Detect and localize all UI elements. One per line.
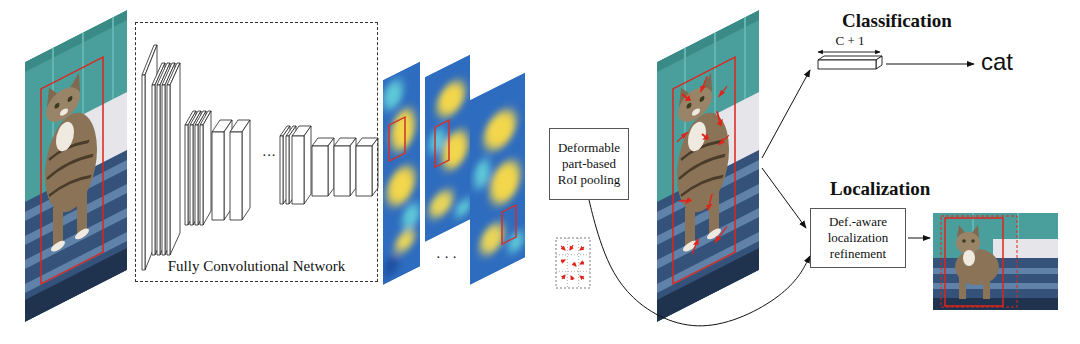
layer-slab [200, 111, 211, 225]
node-text: Deformable part-based RoI pooling [554, 140, 624, 189]
section-heading: Classification [842, 10, 952, 32]
slab-face [328, 138, 334, 196]
slab-face [334, 146, 350, 196]
flow-arrow [762, 70, 810, 158]
slab-face [185, 125, 188, 225]
slab-face [280, 136, 283, 204]
layer-slab [152, 63, 165, 255]
roi-box [435, 120, 449, 167]
slab-face [157, 85, 160, 255]
layer-slab [292, 126, 311, 204]
offset-arrow [719, 135, 729, 144]
slab-face [292, 136, 304, 204]
slab-face [212, 132, 224, 220]
class-label: cat [981, 48, 1013, 76]
slab-face [356, 146, 372, 196]
network-box: Fully Convolutional Network [135, 22, 378, 282]
slab-face [200, 125, 203, 225]
offset-arrow [677, 133, 687, 142]
slab-face [190, 125, 193, 225]
slab-face [350, 138, 356, 196]
slab-face [167, 85, 170, 255]
offset-arrow [708, 194, 712, 210]
layer-slab [334, 138, 356, 196]
layer-slab [212, 120, 232, 220]
offset-arrow [719, 86, 727, 96]
cat-photo [25, 10, 127, 322]
flow-arrow [886, 64, 974, 65]
slab-face [312, 146, 328, 196]
offset-arrow [702, 131, 708, 142]
flow-arrow [908, 238, 930, 239]
offset-arrow [692, 239, 698, 254]
vector-size: C + 1 [814, 33, 886, 49]
slab-face [162, 85, 165, 255]
offset-arrow [562, 275, 565, 279]
offset-arrow [580, 276, 584, 279]
roi-box [41, 57, 103, 284]
slab-face [195, 125, 198, 225]
input-image [25, 10, 127, 322]
slab-face [283, 126, 290, 204]
pooling-grid-icon [556, 238, 590, 288]
offset-arrow [701, 77, 707, 92]
offset-arrow [561, 260, 565, 262]
roi-box [673, 57, 735, 284]
offset-arrow [580, 262, 584, 264]
layer-slab [356, 138, 378, 196]
offset-arrow [679, 195, 691, 207]
slab-face [286, 136, 289, 204]
ellipsis: · · · [436, 250, 457, 266]
slab-face [304, 126, 311, 204]
node-text: Def.-aware localization refinement [815, 214, 901, 263]
flow-arrow [762, 168, 806, 228]
slab-face [242, 120, 250, 220]
size-arrow [818, 52, 880, 53]
roi-box [502, 205, 516, 244]
process-box: Def.-aware localization refinement [810, 208, 906, 268]
offset-arrow [682, 90, 690, 104]
score-vector: C + 1 [814, 33, 886, 73]
layer-slab [312, 138, 334, 196]
slab-face [203, 111, 211, 225]
slab-face [155, 63, 165, 255]
slab-face [170, 63, 180, 255]
deformed-roi-image [657, 10, 759, 322]
slab-face [152, 85, 155, 255]
node-text: Fully Convolutional Network [136, 258, 377, 275]
layer-slab [167, 63, 180, 255]
bar-face [818, 60, 876, 69]
refined-box [945, 218, 1003, 306]
connector [589, 200, 810, 326]
network-layers [142, 45, 378, 270]
feature-map [383, 62, 420, 286]
initial-box [941, 216, 1017, 307]
slab-face [230, 132, 242, 220]
feature-map [425, 54, 471, 242]
offset-arrow [573, 263, 576, 266]
ellipsis: ··· [262, 148, 276, 164]
feature-map [470, 73, 525, 286]
layer-slab [157, 63, 170, 255]
section-heading: Localization [830, 178, 930, 200]
process-box: Deformable part-based RoI pooling [549, 128, 629, 200]
layer-slab [280, 126, 290, 204]
part-offset-arrows [677, 65, 729, 262]
slab-face [142, 75, 145, 270]
slab-face [160, 63, 170, 255]
offset-arrow [561, 246, 565, 250]
output-image [933, 213, 1058, 310]
layer-slab [230, 120, 250, 220]
offset-arrow [571, 276, 573, 280]
offset-arrow [717, 109, 721, 127]
bar-face [876, 56, 882, 69]
offset-arrow [580, 247, 584, 250]
offset-arrow [570, 245, 573, 250]
cat-photo [657, 10, 759, 322]
offset-arrow [715, 226, 727, 242]
roi-box [389, 117, 405, 161]
bar-face [818, 56, 882, 60]
